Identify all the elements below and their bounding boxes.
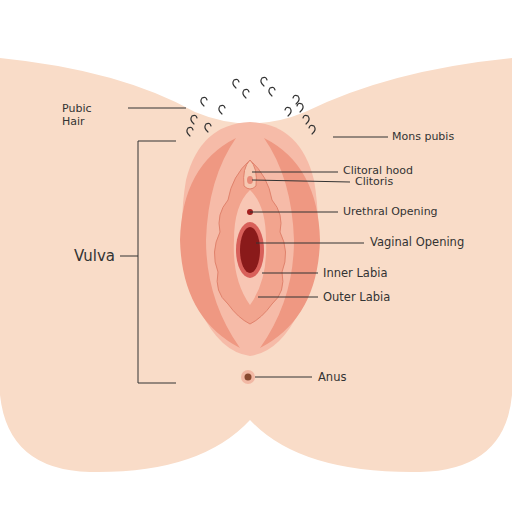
vestibule <box>234 190 266 305</box>
leader-line <box>262 273 318 274</box>
hair-curl <box>201 97 207 106</box>
part-label: Mons pubis <box>392 130 502 143</box>
part-label: Vaginal Opening <box>370 235 500 249</box>
leader-line <box>258 297 318 298</box>
leader-line <box>252 172 338 173</box>
vulva-bracket <box>120 141 176 383</box>
skin-body <box>0 58 512 472</box>
leader-line <box>252 180 350 182</box>
hair-curl <box>205 123 211 132</box>
vaginal-opening-rim <box>236 222 264 278</box>
part-label: Vulva <box>74 247 134 265</box>
hair-curl <box>233 79 239 88</box>
part-label: Anus <box>318 370 398 384</box>
hair-curl <box>297 103 303 112</box>
hair-curl <box>243 89 249 98</box>
leader-lines <box>128 108 388 377</box>
anus-dot <box>245 374 252 381</box>
leader-line <box>255 377 312 378</box>
leader-line <box>250 212 338 213</box>
pubic-hair-curls <box>187 77 315 136</box>
part-label: Urethral Opening <box>343 205 473 218</box>
hair-curl <box>219 105 225 114</box>
part-label: Inner Labia <box>323 266 433 280</box>
part-label: Clitoris <box>355 175 455 188</box>
leader-line <box>128 108 186 109</box>
hair-curl <box>191 115 197 124</box>
leader-line <box>256 243 364 244</box>
hair-curl <box>261 77 267 86</box>
hair-curl <box>293 95 299 104</box>
inner-labia <box>214 160 285 324</box>
part-label: Pubic Hair <box>62 102 102 128</box>
leader-line <box>333 137 388 138</box>
clitoral-hood-shape <box>244 160 257 189</box>
hair-curl <box>303 115 309 124</box>
vaginal-opening-shape <box>240 227 260 273</box>
hair-curl <box>187 127 193 136</box>
anus-rim <box>241 370 255 384</box>
hair-curl <box>309 125 315 134</box>
hair-curl <box>269 87 275 96</box>
part-label: Outer Labia <box>323 290 433 304</box>
hair-curl <box>285 107 291 116</box>
